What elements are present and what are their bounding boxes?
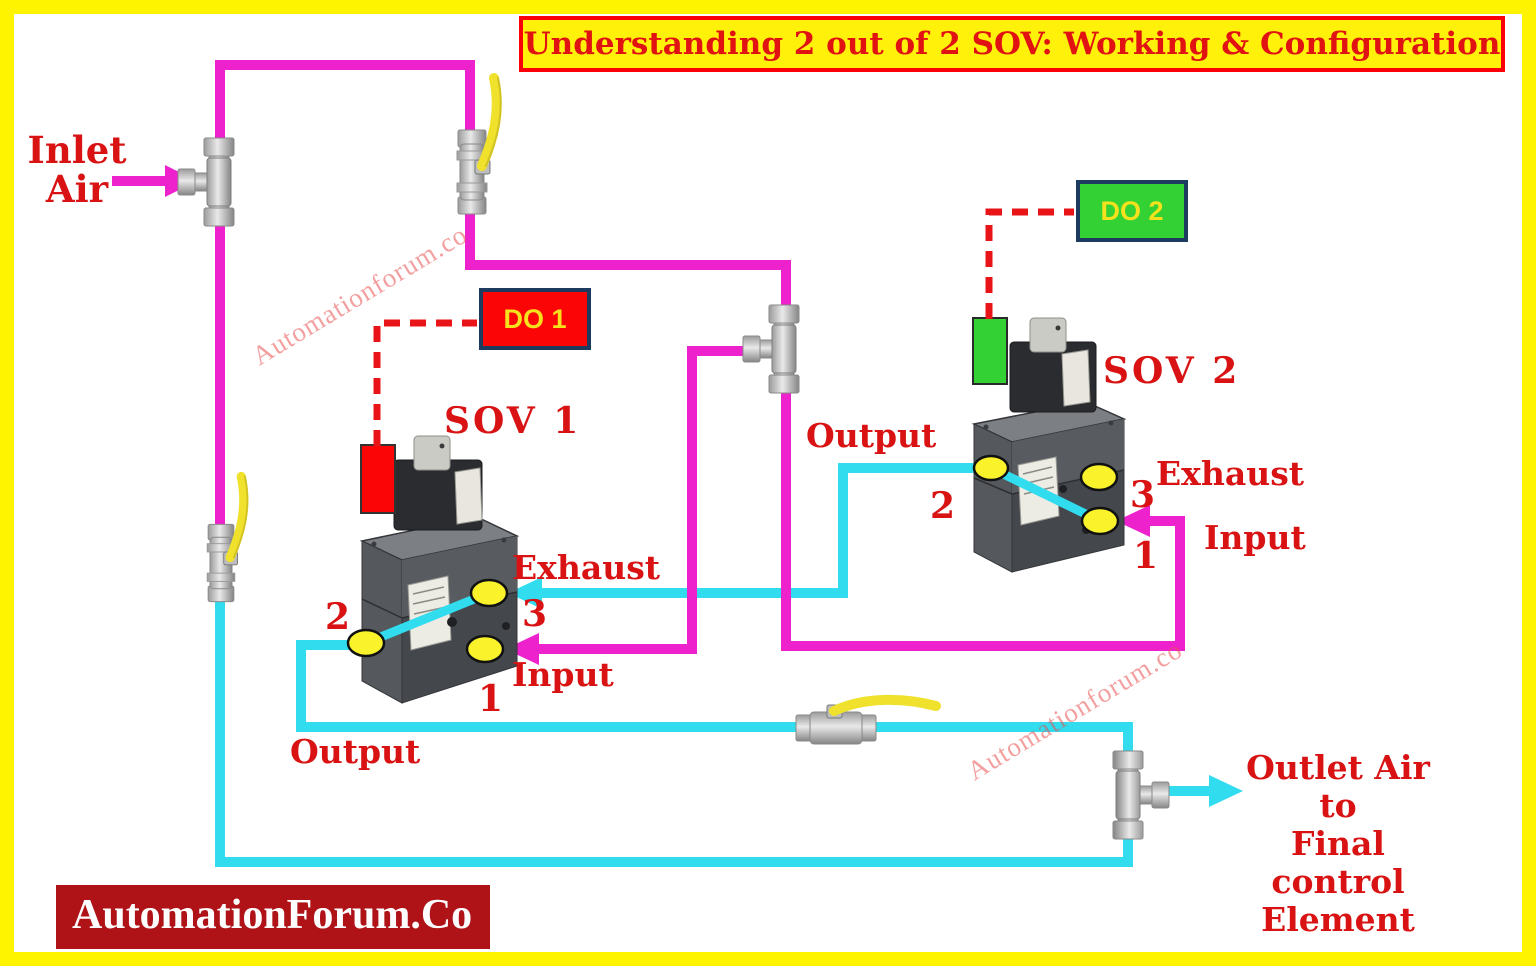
sov1-port1-label: 1: [478, 678, 504, 720]
sov1-port-passage: [364, 588, 491, 648]
outlet-air-label: Outlet Air to Final control Element: [1246, 748, 1430, 939]
outlet-arrowhead: [1209, 775, 1243, 807]
sov1-port-3: [469, 578, 509, 608]
sov2-port3-label: 3: [1130, 474, 1156, 516]
solenoid-valve-sov1: [346, 435, 520, 704]
inlet-air-label: Inlet Air: [27, 128, 127, 211]
sov1-port3-label: 3: [522, 593, 548, 635]
sov2-port1-label: 1: [1133, 535, 1159, 577]
tee-fitting-outlet: [1112, 750, 1170, 840]
sov2-input-arrowhead: [1116, 505, 1150, 537]
sov2-input-run: [781, 388, 1185, 651]
sov2-exhaust-label: Exhaust: [1156, 454, 1305, 493]
solenoid-valve-sov2: [971, 317, 1127, 573]
supply-top-run: [215, 60, 475, 150]
ball-valve-output: [795, 694, 941, 745]
sov2-output-label: Output: [806, 416, 937, 455]
sov1-name-label: SOV 1: [444, 400, 582, 442]
sov1-input-label: Input: [512, 655, 614, 694]
brand-logo: AutomationForum.Co: [56, 885, 491, 949]
supply-mid-run: [465, 203, 791, 312]
do2-signal-wire: [985, 208, 1074, 319]
tee-fitting-inlet: [177, 137, 235, 227]
ball-valve-bypass: [207, 477, 247, 602]
sov1-exhaust-label: Exhaust: [512, 548, 661, 587]
supply-piping: [112, 60, 1185, 654]
sov1-input-run: [538, 346, 755, 654]
tee-fitting-supply-split: [742, 304, 800, 394]
sov2-port-passage: [989, 463, 1102, 526]
sov2-port2-label: 2: [930, 485, 956, 527]
sov2-coil-connector: [1029, 317, 1067, 353]
sov1-input-arrowhead: [505, 633, 539, 665]
sov2-input-label: Input: [1204, 518, 1306, 557]
sov2-port-3: [1079, 462, 1119, 492]
sov1-output-pipe: [296, 640, 1133, 757]
page-title: Understanding 2 out of 2 SOV: Working & …: [519, 16, 1505, 72]
sov1-exhaust-arrowhead: [508, 577, 542, 609]
do1-signal-wire: [373, 319, 477, 446]
ball-valve-supply: [457, 78, 501, 214]
do2-box: DO 2: [1076, 180, 1188, 242]
sov2-coil-state-indicator: [972, 317, 1008, 385]
sov2-port-1: [1080, 506, 1120, 536]
sov1-port2-label: 2: [325, 596, 351, 638]
sov1-coil-state-indicator: [360, 444, 396, 514]
do1-box: DO 1: [479, 288, 591, 350]
bypass-pipe: [215, 592, 1133, 867]
sov1-output-label: Output: [290, 732, 421, 771]
sov1-port-2: [346, 628, 386, 658]
sov2-port-2: [972, 454, 1010, 482]
sov1-port-1: [465, 634, 505, 664]
sov2-name-label: SOV 2: [1103, 350, 1241, 392]
